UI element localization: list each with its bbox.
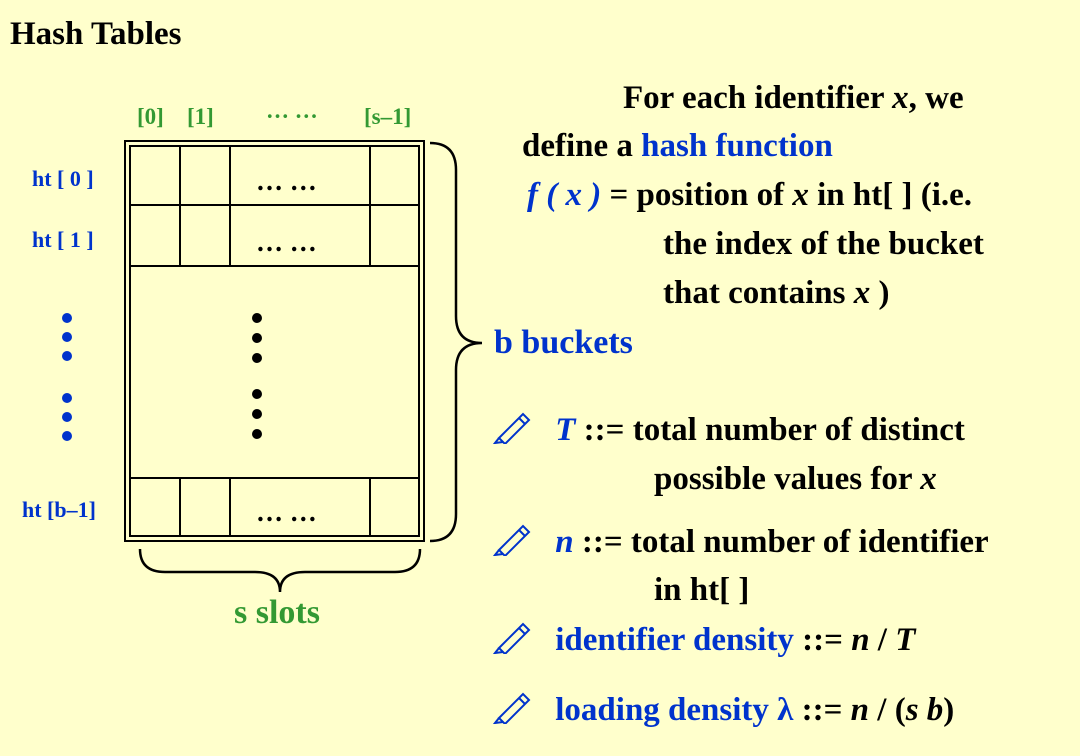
hash-def-line-3: f ( x ) = position of x in ht[ ] (i.e.: [527, 177, 973, 213]
buckets-brace: [429, 141, 483, 543]
bullet-n: n ::= total number of identifier: [493, 518, 989, 567]
cell-dots-row-0: … …: [256, 166, 317, 196]
hash-function-expr: f ( x ): [527, 177, 602, 213]
buckets-label: b buckets: [494, 324, 633, 361]
bullet-n-line-2: in ht[ ]: [654, 572, 750, 608]
hash-function-term: hash function: [641, 128, 833, 164]
table-outer-border: [124, 140, 425, 542]
table-vertical-dots: [252, 313, 262, 439]
pencil-icon: [493, 412, 531, 444]
hash-def-line-1: For each identifier x, we: [623, 80, 964, 116]
column-header-dots: … …: [266, 98, 318, 123]
slots-label: s slots: [234, 594, 320, 631]
bullet-T: T ::= total number of distinct: [493, 406, 965, 455]
cell-dots-row-1: … …: [256, 227, 317, 257]
page-title: Hash Tables: [10, 16, 182, 52]
column-header-last: [s–1]: [364, 104, 412, 129]
row-label-vertical-dots: [62, 313, 72, 441]
hash-def-line-5: that contains x ): [663, 275, 890, 311]
row-label-0: ht [ 0 ]: [32, 166, 94, 191]
bullet-T-line-2: possible values for x: [654, 461, 937, 497]
hash-def-line-4: the index of the bucket: [663, 226, 984, 262]
table-inner-border: [129, 145, 420, 537]
hash-def-line-2: define a hash function: [522, 128, 833, 164]
pencil-icon: [493, 524, 531, 556]
row-label-1: ht [ 1 ]: [32, 227, 94, 252]
cell-dots-row-last: … …: [256, 497, 317, 527]
row-label-last: ht [b–1]: [22, 497, 96, 522]
pencil-icon: [493, 692, 531, 724]
bullet-identifier-density: identifier density ::= n / T: [493, 616, 915, 665]
column-header-1: [1]: [187, 104, 214, 129]
bullet-loading-density: loading density λ ::= n / (s b): [493, 686, 954, 735]
pencil-icon: [493, 622, 531, 654]
column-header-0: [0]: [137, 104, 164, 129]
slots-brace: [138, 548, 422, 593]
